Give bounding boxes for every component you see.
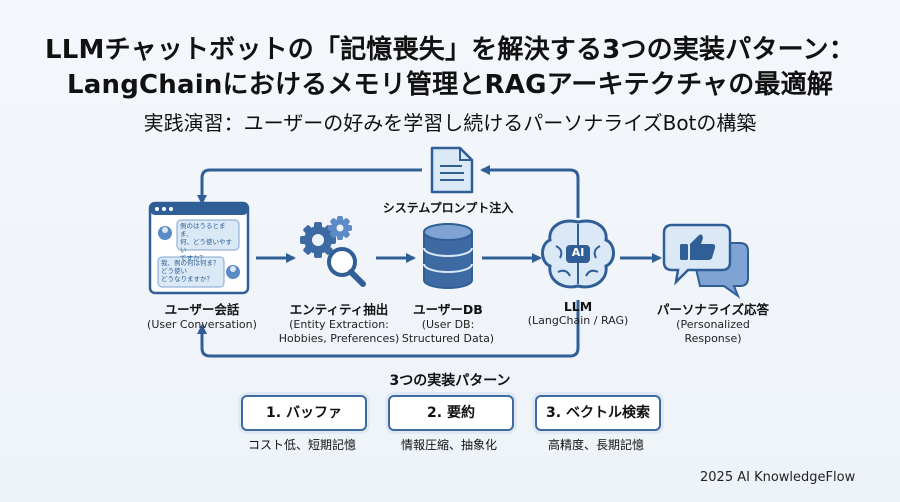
node-label: パーソナライズ応答	[656, 302, 770, 317]
node-user-conversation: ユーザー会話 (User Conversation)	[124, 299, 280, 332]
chat-window-icon	[148, 201, 250, 295]
gears-magnifier-icon	[300, 216, 366, 287]
brain-icon	[541, 219, 615, 289]
node-sub: (Personalized	[676, 318, 750, 331]
node-sub: (User DB:	[421, 318, 475, 331]
pattern-box-summary: 2. 要約	[388, 395, 514, 431]
node-sub: (LangChain / RAG)	[527, 314, 629, 327]
pattern-desc-summary: 情報圧縮、抽象化	[400, 438, 497, 452]
chat-bubble-text-2: 我、例の何は何ま？ どう使い どうなりますか？	[161, 259, 220, 283]
pattern-desc-vector-search: 高精度、長期記憶	[547, 438, 644, 452]
system-prompt-label: システムプロンプト注入	[382, 201, 514, 215]
page-title-line2: LangChainにおけるメモリ管理とRAGアーキテクチャの最適解	[66, 70, 834, 100]
patterns-heading: 3つの実装パターン	[389, 373, 511, 389]
pattern-box-buffer: 1. バッファ	[241, 395, 367, 431]
node-label: ユーザー会話	[164, 302, 240, 317]
node-sub: Structured Data)	[401, 332, 495, 345]
node-sub: (User Conversation)	[147, 318, 257, 331]
node-label: エンティティ抽出	[289, 302, 389, 317]
bottom-loop-connector	[197, 300, 580, 358]
ai-badge: AI	[571, 246, 585, 259]
thumbs-up-chat-icon	[662, 223, 749, 299]
node-personalized-response: パーソナライズ応答 (Personalized Response)	[640, 299, 786, 346]
node-label: LLM	[563, 299, 593, 314]
node-entity-extraction: エンティティ抽出 (Entity Extraction: Hobbies, Pr…	[264, 299, 414, 346]
node-user-db: ユーザーDB (User DB: Structured Data)	[388, 299, 508, 346]
pattern-box-vector-search: 3. ベクトル検索	[535, 395, 661, 431]
pattern-desc-buffer: コスト低、短期記憶	[247, 438, 356, 452]
node-sub: Response)	[684, 332, 742, 345]
node-sub: Hobbies, Preferences)	[278, 332, 400, 345]
document-icon	[430, 146, 474, 194]
page-title-line1: LLMチャットボットの「記憶喪失」を解決する3つの実装パターン：	[45, 35, 855, 65]
chat-bubble-text-1: 例のはうるとまま、 何、どう使いやすい ですか？	[180, 222, 232, 262]
database-icon	[423, 223, 473, 289]
footer-credit: 2025 AI KnowledgeFlow	[700, 470, 856, 485]
top-loop-connector	[197, 165, 580, 218]
page-subtitle: 実践演習：ユーザーの好みを学習し続けるパーソナライズBotの構築	[143, 111, 757, 135]
node-label: ユーザーDB	[413, 302, 483, 317]
node-sub: (Entity Extraction:	[289, 318, 389, 331]
node-llm: LLM (LangChain / RAG)	[518, 299, 638, 328]
